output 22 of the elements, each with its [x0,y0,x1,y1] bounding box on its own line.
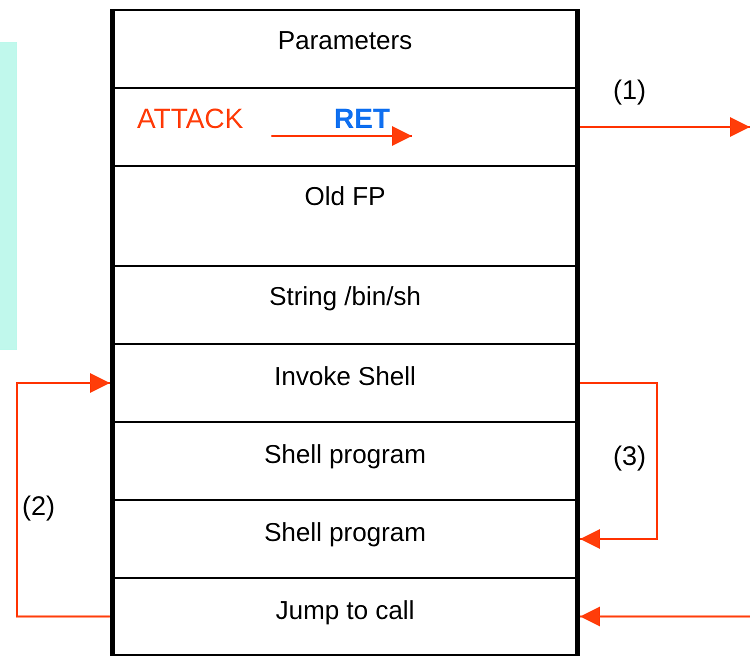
row-label: Shell program [264,439,426,469]
stack-frame-row [110,421,580,501]
arrow [580,382,658,549]
stack-frame-row [110,9,580,89]
row-label: Shell program [264,517,426,547]
arrow [580,606,750,626]
row-label: Parameters [278,25,412,55]
arrow [580,117,750,137]
arrow [16,373,110,618]
stack-frame-row [110,343,580,423]
return-address-label: RET [334,103,412,135]
stack-frame-row [110,87,580,167]
stack-frame-row [110,165,580,267]
stack-frame-row [110,265,580,345]
stack-frame-row [110,577,580,656]
stack-frame-row [110,499,580,579]
row-label: String /bin/sh [269,281,421,311]
row-label: Jump to call [276,595,414,625]
row-label: Invoke Shell [274,361,416,391]
attack-label: ATTACK [137,103,272,135]
row-label: Old FP [304,181,386,211]
arrow [271,126,412,146]
